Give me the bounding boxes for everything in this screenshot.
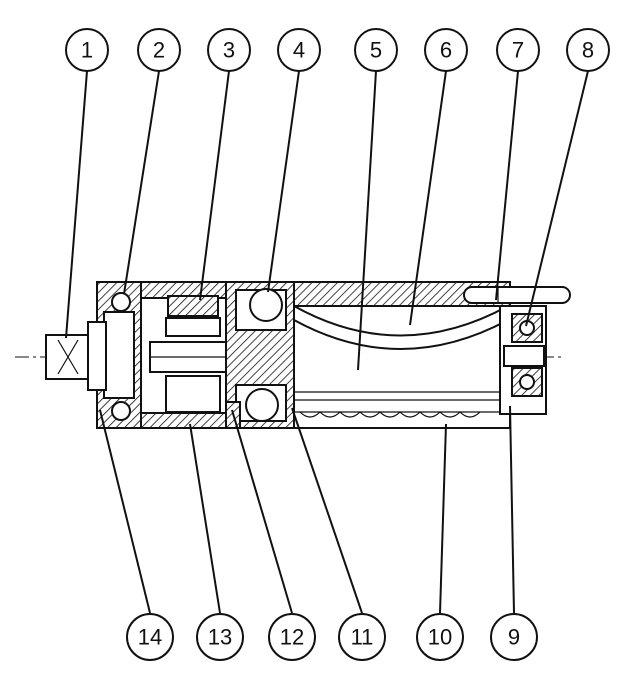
callout-1: 1 (65, 28, 109, 72)
callout-3-label: 3 (223, 38, 235, 63)
callout-10: 10 (416, 613, 464, 661)
callout-12-label: 12 (280, 625, 304, 650)
callout-4: 4 (277, 28, 321, 72)
callout-11: 11 (338, 613, 386, 661)
callout-10-label: 10 (428, 625, 452, 650)
callout-13-label: 13 (208, 625, 232, 650)
callout-12: 12 (268, 613, 316, 661)
callout-14-label: 14 (138, 625, 162, 650)
callout-2-label: 2 (153, 38, 165, 63)
callout-9-label: 9 (508, 625, 520, 650)
gear (165, 295, 221, 413)
callout-6-label: 6 (440, 38, 452, 63)
callout-14: 14 (126, 613, 174, 661)
callout-1-label: 1 (81, 38, 93, 63)
callout-6: 6 (424, 28, 468, 72)
pin (463, 286, 571, 304)
bearing-housing (225, 281, 295, 429)
leader-lines-bottom (99, 405, 515, 614)
left-bearing-bottom (111, 401, 131, 421)
callout-8: 8 (566, 28, 610, 72)
leader-lines-top (65, 70, 589, 371)
callout-13: 13 (196, 613, 244, 661)
input-shaft (45, 321, 107, 391)
right-end-cap (499, 305, 547, 415)
callout-3: 3 (207, 28, 251, 72)
callout-5-label: 5 (370, 38, 382, 63)
callout-8-label: 8 (582, 38, 594, 63)
callout-11-label: 11 (351, 625, 374, 650)
left-bearing-top (111, 292, 131, 312)
callout-4-label: 4 (293, 38, 305, 63)
callout-2: 2 (137, 28, 181, 72)
callout-5: 5 (354, 28, 398, 72)
callout-9: 9 (490, 613, 538, 661)
callout-7: 7 (496, 28, 540, 72)
callout-7-label: 7 (512, 38, 524, 63)
